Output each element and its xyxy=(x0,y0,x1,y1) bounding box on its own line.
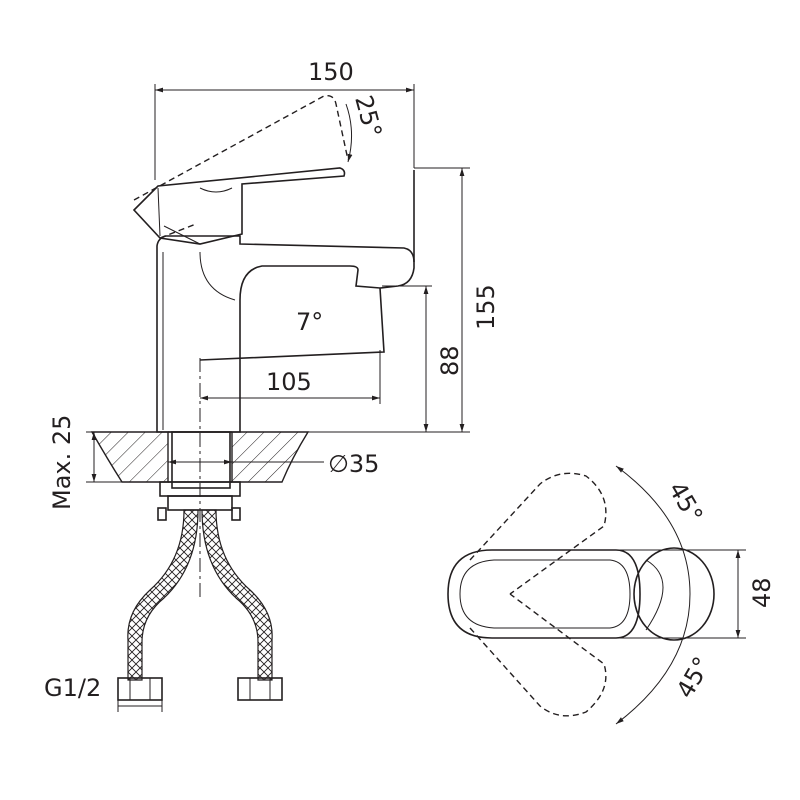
counter-top-right xyxy=(231,431,310,483)
dim-hole-diameter: ∅35 xyxy=(328,450,379,478)
top-body xyxy=(633,547,715,641)
dim-top-rot-upper: 45° xyxy=(663,477,709,528)
flex-hose-left xyxy=(127,509,199,681)
faucet-body xyxy=(156,235,415,433)
counter-top-left xyxy=(90,431,169,483)
dim-max-thickness: Max. 25 xyxy=(48,415,76,510)
flex-hose-right xyxy=(201,509,273,681)
top-lever xyxy=(447,549,641,639)
dim-spout-reach: 105 xyxy=(266,368,312,396)
dim-thread: G1/2 xyxy=(44,674,101,702)
lever-rotated-dashed xyxy=(133,94,349,239)
dim-width-total: 150 xyxy=(308,58,354,86)
side-view: 150 25° 155 88 7° 105 Max. 25 ∅35 G1/2 xyxy=(44,58,500,712)
lever-handle xyxy=(132,167,346,245)
top-view: 45° 45° 48 xyxy=(447,465,776,725)
dim-top-width: 48 xyxy=(748,577,776,608)
dim-spout-height: 88 xyxy=(436,345,464,376)
dim-spout-angle: 7° xyxy=(296,308,323,336)
dim-top-rot-lower: 45° xyxy=(671,652,717,703)
top-lever-rotated-upper xyxy=(469,472,607,595)
dim-lever-angle: 25° xyxy=(349,92,387,140)
top-lever-rotated-lower xyxy=(469,593,607,717)
dim-height-total: 155 xyxy=(472,284,500,330)
